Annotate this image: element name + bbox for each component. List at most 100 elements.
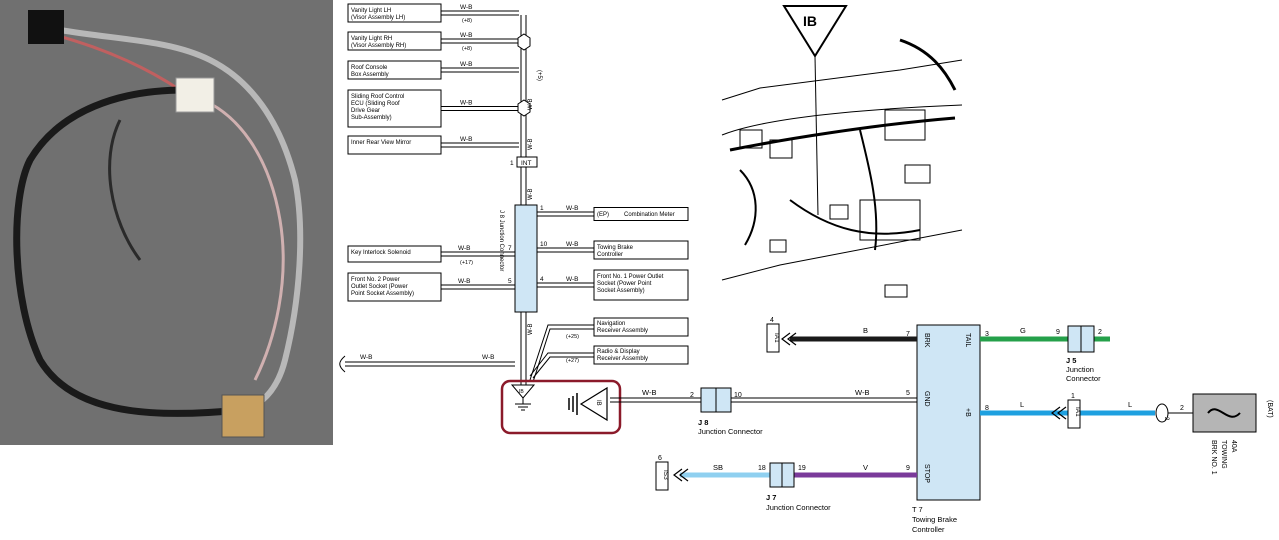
harness-center-drop [859,129,878,251]
left-item-name-3: Point Socket Assembly) [351,291,414,297]
stop-wire-label: V [863,463,868,472]
brk-wire-label: B [863,326,868,335]
connector-left-2 [769,139,793,159]
room-name: Sliding Roof Control [351,94,404,100]
connector-black [28,10,64,44]
ground-bolt-marker [829,204,849,220]
right-item-box [593,207,689,221]
room-ref: (+8) [462,46,472,52]
j8-name: Junction Connector [698,427,763,436]
room-name: Vanity Light LH [351,8,391,14]
lower-item-name-2: Receiver Assembly [597,356,648,362]
left-wire-label-2: W-B [482,354,495,361]
photo-texture [0,0,333,445]
room-name: Roof Console [351,65,388,71]
towing-brake-diagram: T 7 Towing Brake Controller BRK GND STOP… [610,317,1273,534]
connector-bottom [884,284,908,298]
harness-left-drop [739,169,757,246]
gnd-in-pin: 2 [690,392,694,399]
room-box [347,31,442,51]
j5-label: J 5 [1066,356,1076,365]
location-callout-triangle [782,5,848,58]
is3-pin: 6 [658,455,662,462]
left-wire-break [339,355,346,373]
splice-node [517,33,531,51]
fuse-pin: 2 [1180,405,1184,412]
right-item-name-3: Socket Assembly) [597,288,645,294]
lower-item-wire [532,328,594,383]
harness-lower [789,199,921,235]
left-item-wire-label: W-B [458,278,471,285]
harness-photo [0,0,333,445]
j7-pin-a: 18 [758,465,766,472]
towing-brake-controller-box [916,324,981,501]
controller-name: Towing Brake [912,515,957,524]
battery-label: (BAT) [1266,400,1273,418]
controller-ref: T 7 [912,505,923,514]
location-view-drawing: IB [721,0,963,300]
j5-name-2: Connector [1066,374,1101,383]
lower-item-wire [529,352,594,377]
junction-connector-j8 [514,204,538,313]
connector-right [904,164,931,184]
plus-b-arrow [1051,406,1067,420]
dash-top-edge [721,59,963,101]
cable-grey [59,27,304,413]
connector-left [739,129,763,149]
ia1-box [1067,399,1081,429]
right-item-name-2: Socket (Power Point [597,281,652,287]
junction-label: J 8 Junction Connector [498,210,504,271]
tail-pin-num: 3 [985,331,989,338]
fuse-rating: 40A [1230,440,1237,453]
room-box [347,3,442,23]
left-item-pin: 5 [508,278,512,285]
sb-wire-label: SB [713,463,723,472]
j8-label: J 8 [698,418,708,427]
int-connector [516,156,538,168]
gnd-wire-label-1: W-B [642,388,656,397]
int-pin: 1 [510,160,514,167]
ground-point-triangle [510,384,536,399]
left-item-ref: (+17) [460,260,473,266]
j5-name: Junction [1066,365,1094,374]
room-box [347,89,442,128]
room-sub: Box Assembly [351,72,389,78]
ground-circuit-diagram: Vanity Light LH(Visor Assembly LH) W-B (+8… [339,3,689,435]
room-wire-label: W-B [460,61,473,68]
brk-dest: IA1 [773,333,780,343]
right-item-pin: 10 [540,241,548,248]
room-sub: (Visor Assembly LH) [351,15,405,21]
ia1-pin: 1 [1071,393,1075,400]
fuse-name: TOWING [1220,440,1227,469]
int-connector-label: INT [521,160,532,167]
brk-dest-pin: 4 [770,317,774,324]
location-view-panel [722,0,962,300]
connector-amber [221,394,265,438]
j5-pin-b: 2 [1098,329,1102,336]
left-item-name: Key Interlock Solenoid [351,250,411,256]
ground-highlight-box [500,379,622,435]
pin-label-tail: TAIL [964,333,971,347]
lower-item-wire [532,356,594,379]
lower-item-name-2: Receiver Assembly [597,328,648,334]
ia1-label: IA1 [1074,407,1081,417]
left-item-wire-label: W-B [458,245,471,252]
room-ref: (+8) [462,18,472,24]
harness-upper [899,38,957,91]
dash-mid-edge [721,104,963,136]
trunk-wire-label-lower: W-B [528,323,534,335]
dash-bottom-edge [721,229,963,281]
room-sub: (Visor Assembly RH) [351,43,406,49]
right-item-wire-label: W-B [566,276,579,283]
pin-label-gnd: GND [923,391,930,407]
pin-label-brk: BRK [923,333,930,348]
controller-name-2: Controller [912,525,945,534]
right-item-name: Combination Meter [624,212,675,218]
left-item-box [347,245,442,263]
left-wire-label-1: W-B [360,354,373,361]
right-item-code: (EP) [597,212,609,218]
legend-ground-triangle [579,386,608,422]
stop-pin-num: 9 [906,465,910,472]
pin-label-plus-b: +B [964,408,971,417]
